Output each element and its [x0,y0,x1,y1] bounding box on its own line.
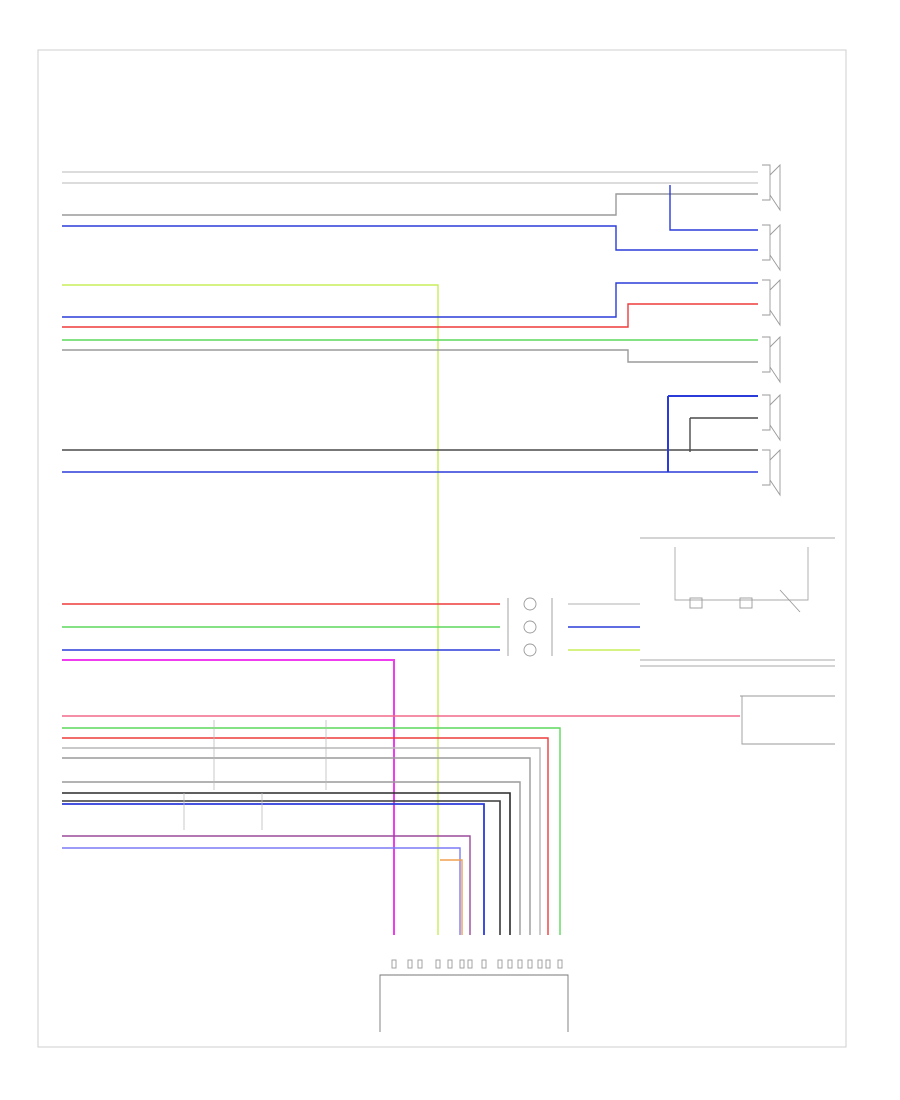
wire-group [62,171,758,935]
speaker-4 [762,335,781,384]
module-pin-14 [545,959,551,969]
module-pin-13 [537,959,543,969]
module-pin-7 [467,959,473,969]
amplifier-switch [779,589,801,613]
module-pin-5 [447,959,453,969]
wire-yellowgreen-5 [62,284,439,935]
module-pin-9 [497,959,503,969]
module-pin-11 [517,959,523,969]
module-pin-3 [417,959,423,969]
wire-blue-24 [62,803,485,935]
junction-frame [507,598,553,656]
diagram-frame [37,49,847,1048]
wire-red-18 [62,737,549,935]
component-group [379,163,835,1032]
wire-green-17 [62,727,561,935]
junction-1 [523,597,537,611]
wire-gray-3 [62,193,758,216]
speaker-1 [762,163,781,212]
wire-black-23 [62,800,501,935]
wire-lightblue-26 [62,847,461,935]
wire-blue-4b [669,185,758,231]
speaker-5 [762,393,781,442]
wire-gray-9 [62,349,758,363]
wire-magenta-15 [62,659,395,935]
wire-blue-6 [62,282,758,318]
amplifier-terminal-2 [739,597,753,609]
wire-blue-4 [62,225,758,251]
amplifier-outline [640,537,835,601]
speaker-6 [762,448,781,497]
module-pin-12 [527,959,533,969]
wire-gray-20 [62,757,531,935]
module-pin-8 [481,959,487,969]
wire-gray-21 [62,781,521,935]
module-pin-10 [507,959,513,969]
wire-purple-25 [62,835,471,935]
module-pin-4 [435,959,441,969]
wire-orange-27 [440,859,463,935]
junction-2 [523,620,537,634]
amplifier-terminal-1 [689,597,703,609]
module-pin-6 [459,959,465,969]
speaker-2 [762,223,781,272]
module-pin-2 [407,959,413,969]
amplifier-bottom [640,659,835,667]
junction-3 [523,643,537,657]
module-pin-15 [557,959,563,969]
speaker-3 [762,278,781,327]
control-module [379,974,569,1032]
module-pin-1 [391,959,397,969]
wire-gray-19 [62,747,541,935]
wire-black-22 [62,792,511,935]
module-bracket [740,695,835,745]
wire-red-7 [62,303,758,328]
